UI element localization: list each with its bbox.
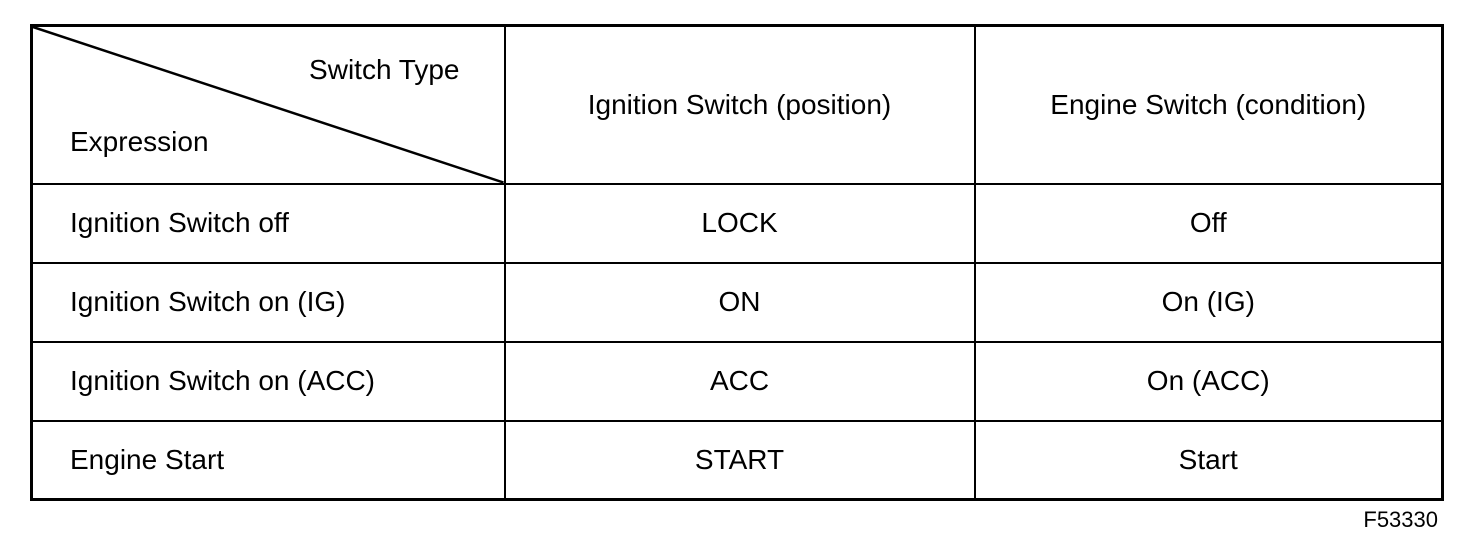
ignition-position-cell: ON <box>503 261 976 343</box>
header-row: Switch Type Expression Ignition Switch (… <box>30 24 1444 185</box>
column-header-engine-switch: Engine Switch (condition) <box>973 24 1444 185</box>
figure-code: F53330 <box>1363 507 1438 532</box>
engine-condition-cell: On (IG) <box>973 261 1444 343</box>
column-header-ignition-switch: Ignition Switch (position) <box>503 24 976 185</box>
table-row: Engine Start START Start <box>30 419 1444 501</box>
corner-header-cell: Switch Type Expression <box>30 24 506 185</box>
engine-condition-cell: On (ACC) <box>973 340 1444 422</box>
expression-cell: Ignition Switch on (ACC) <box>30 340 506 422</box>
table-row: Ignition Switch on (IG) ON On (IG) <box>30 261 1444 343</box>
corner-label-switch-type: Switch Type <box>309 54 460 85</box>
switch-type-table: Switch Type Expression Ignition Switch (… <box>30 24 1444 501</box>
engine-condition-cell: Off <box>973 182 1444 264</box>
expression-cell: Engine Start <box>30 419 506 501</box>
engine-condition-cell: Start <box>973 419 1444 501</box>
corner-label-expression: Expression <box>70 125 209 157</box>
table-row: Ignition Switch off LOCK Off <box>30 182 1444 264</box>
ignition-position-cell: LOCK <box>503 182 976 264</box>
expression-cell: Ignition Switch on (IG) <box>30 261 506 343</box>
ignition-position-cell: START <box>503 419 976 501</box>
ignition-position-cell: ACC <box>503 340 976 422</box>
table-row: Ignition Switch on (ACC) ACC On (ACC) <box>30 340 1444 422</box>
expression-cell: Ignition Switch off <box>30 182 506 264</box>
diagonal-divider-line <box>33 27 504 183</box>
